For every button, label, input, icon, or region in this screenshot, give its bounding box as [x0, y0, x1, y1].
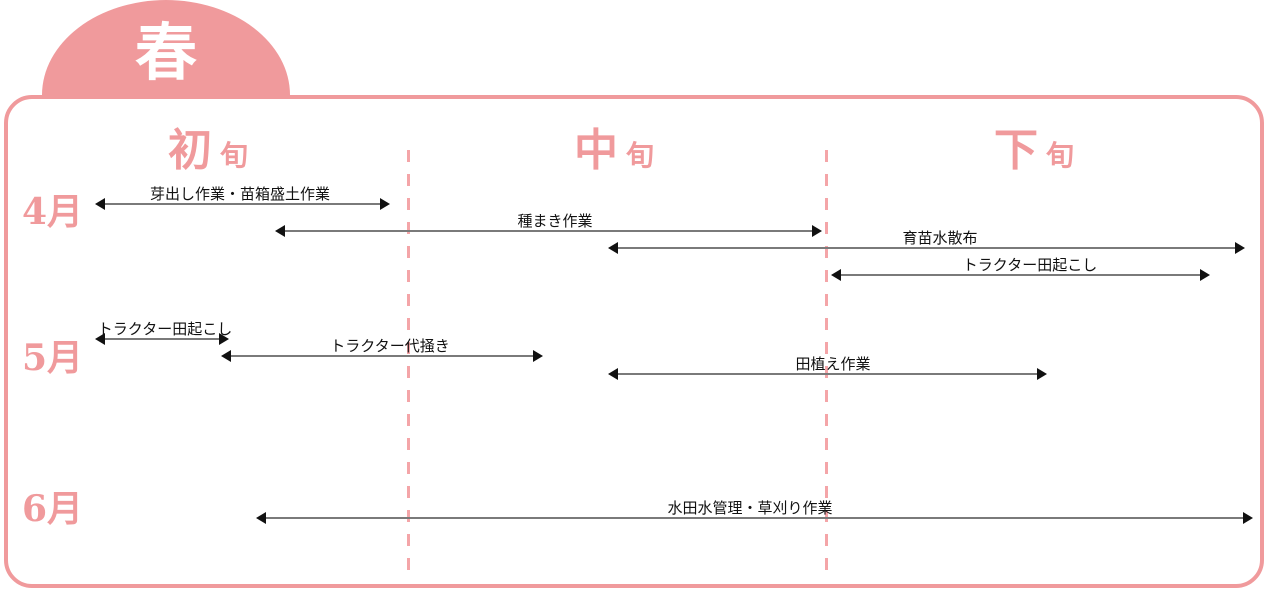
arrow-left-icon	[221, 350, 231, 362]
task-arrow: 種まき作業	[275, 212, 822, 237]
arrow-left-icon	[831, 269, 841, 281]
task-label: トラクター田起こし	[962, 256, 1098, 274]
arrow-shaft	[610, 373, 1045, 375]
task-label: 田植え作業	[795, 355, 871, 373]
arrow-right-icon	[1243, 512, 1253, 524]
period-header-middle: 中旬	[574, 114, 654, 178]
arrow-left-icon	[608, 242, 618, 254]
period-main: 中	[574, 125, 618, 176]
task-arrow: 水田水管理・草刈り作業	[256, 499, 1253, 524]
period-sub: 旬	[1046, 139, 1075, 172]
month-label-april: 4月	[22, 191, 84, 233]
arrow-right-icon	[1235, 242, 1245, 254]
season-label: 春	[134, 16, 197, 89]
arrow-shaft	[833, 274, 1208, 276]
arrow-right-icon	[219, 333, 229, 345]
period-main: 下	[994, 125, 1038, 176]
arrow-shaft	[258, 517, 1251, 519]
period-sub: 旬	[220, 139, 249, 172]
arrow-right-icon	[1037, 368, 1047, 380]
arrow-shaft	[97, 338, 227, 340]
task-label: 芽出し作業・苗箱盛土作業	[149, 185, 331, 203]
task-arrow: 育苗水散布	[608, 229, 1245, 254]
task-label: 水田水管理・草刈り作業	[667, 499, 833, 517]
arrow-left-icon	[256, 512, 266, 524]
month-label-june: 6月	[22, 488, 84, 530]
task-label: トラクター代掻き	[330, 337, 450, 355]
period-main: 初	[168, 125, 212, 176]
arrow-left-icon	[95, 333, 105, 345]
arrow-shaft	[277, 230, 820, 232]
period-sub: 旬	[626, 139, 655, 172]
arrow-shaft	[610, 247, 1243, 249]
arrow-left-icon	[95, 198, 105, 210]
arrow-right-icon	[1200, 269, 1210, 281]
task-arrow: 田植え作業	[608, 355, 1047, 380]
schedule-frame	[4, 95, 1264, 588]
arrow-left-icon	[275, 225, 285, 237]
arrow-right-icon	[533, 350, 543, 362]
arrow-shaft	[223, 355, 541, 357]
task-arrow: トラクター田起こし	[831, 256, 1210, 281]
task-arrow: トラクター代掻き	[221, 337, 543, 362]
period-divider-early-middle	[407, 150, 410, 580]
period-header-late: 下旬	[994, 114, 1074, 178]
arrow-right-icon	[380, 198, 390, 210]
arrow-right-icon	[812, 225, 822, 237]
month-label-may: 5月	[22, 337, 84, 379]
arrow-shaft	[97, 203, 388, 205]
task-arrow: 芽出し作業・苗箱盛土作業	[95, 185, 390, 210]
task-label: 種まき作業	[517, 212, 593, 230]
task-label: トラクター田起こし	[97, 320, 233, 338]
period-header-early: 初旬	[168, 114, 248, 178]
task-arrow: トラクター田起こし	[95, 320, 232, 345]
task-label: 育苗水散布	[902, 229, 978, 247]
arrow-left-icon	[608, 368, 618, 380]
period-divider-middle-late	[825, 150, 828, 580]
